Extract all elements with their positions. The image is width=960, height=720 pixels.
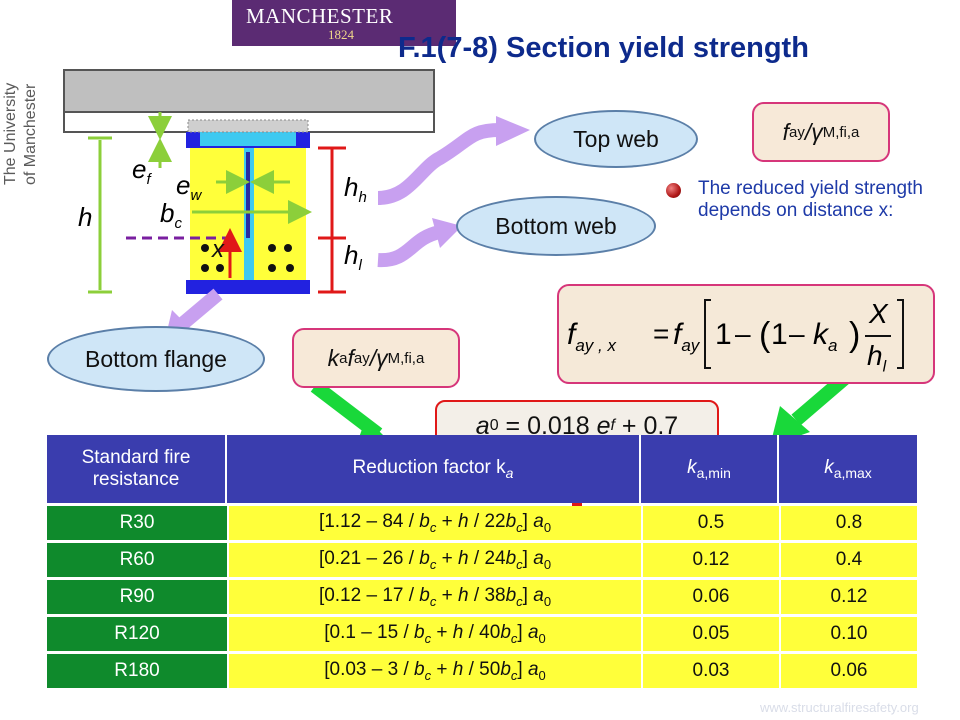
ka-min-cell: 0.5 [641, 506, 779, 540]
reduction-factor-cell: [1.12 – 84 / bc + h / 22bc] a0 [227, 506, 641, 540]
label-ew: ew [176, 170, 202, 205]
slide-title: F.1(7-8) Section yield strength [398, 32, 809, 64]
yield-formula: fay , x = fay 1 – ( 1 – ka ) X hl [557, 284, 935, 384]
col-header-fire-resistance: Standard fire resistance [47, 435, 227, 503]
ka-min-cell: 0.05 [641, 617, 779, 651]
logo-name: MANCHESTER [246, 4, 394, 28]
reduction-factor-cell: [0.03 – 3 / bc + h / 50bc] a0 [227, 654, 641, 688]
col-header-reduction-factor: Reduction factor ka [227, 435, 641, 503]
ka-max-cell: 0.06 [779, 654, 917, 688]
reduction-factor-cell: [0.21 – 26 / bc + h / 24bc] a0 [227, 543, 641, 577]
logo-year: 1824 [328, 27, 354, 42]
label-hl: hl [344, 240, 362, 275]
reduction-factor-table: Standard fire resistance Reduction facto… [47, 432, 917, 691]
reduction-factor-cell: [0.12 – 17 / bc + h / 38bc] a0 [227, 580, 641, 614]
footer-url: www.structuralfiresafety.org [760, 700, 919, 715]
label-bc: bc [160, 198, 182, 233]
ka-min-cell: 0.03 [641, 654, 779, 688]
ka-max-cell: 0.8 [779, 506, 917, 540]
bullet-text: The reduced yield strength depends on di… [698, 178, 923, 221]
fire-resistance-cell: R30 [47, 506, 227, 540]
slab-concrete [63, 69, 435, 113]
top-web-oval: Top web [534, 110, 698, 168]
ka-max-cell: 0.4 [779, 543, 917, 577]
bullet-icon [666, 183, 681, 198]
ka-min-cell: 0.06 [641, 580, 779, 614]
ka-max-cell: 0.12 [779, 580, 917, 614]
label-hh: hh [344, 172, 367, 207]
reduction-factor-cell: [0.1 – 15 / bc + h / 40bc] a0 [227, 617, 641, 651]
fire-resistance-cell: R60 [47, 543, 227, 577]
bottom-flange [186, 280, 310, 294]
col-header-ka-min: ka,min [641, 435, 779, 503]
ka-min-cell: 0.12 [641, 543, 779, 577]
fire-resistance-cell: R90 [47, 580, 227, 614]
ka-max-cell: 0.10 [779, 617, 917, 651]
label-x: x [212, 236, 224, 263]
bottom-web-oval: Bottom web [456, 196, 656, 256]
col-header-ka-max: ka,max [779, 435, 917, 503]
label-ef: ef [132, 154, 151, 189]
university-logo: MANCHESTER 1824 [232, 0, 456, 46]
label-h: h [78, 202, 93, 232]
bottom-flange-oval: Bottom flange [47, 326, 265, 392]
fire-resistance-cell: R180 [47, 654, 227, 688]
fire-resistance-cell: R120 [47, 617, 227, 651]
